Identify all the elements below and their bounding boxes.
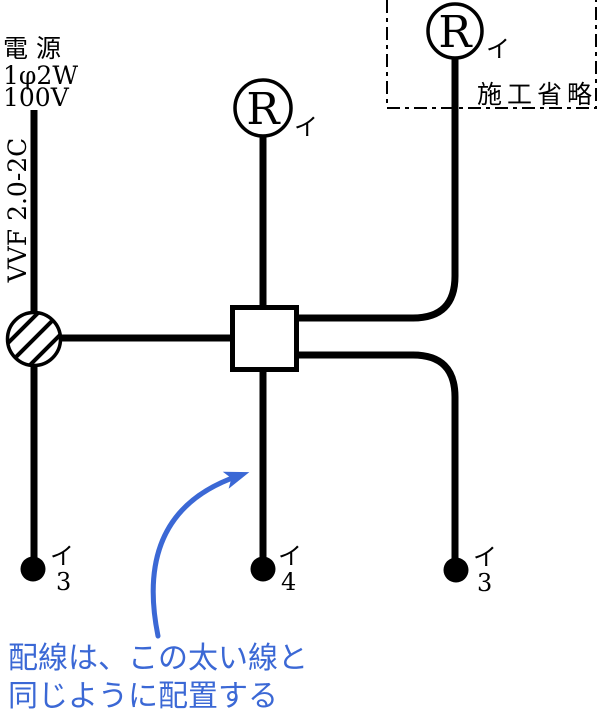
lamp-circle	[426, 2, 484, 60]
wire-count-label: 3	[56, 568, 71, 596]
power-phase-label: 1φ2W	[3, 61, 78, 90]
outlet-left: イ 3	[20, 542, 74, 596]
lamp-symbol-letter: R	[246, 84, 281, 135]
circuit-label: イ	[278, 542, 302, 570]
power-source-title: 電 源	[3, 34, 61, 63]
wire-count-label: 3	[477, 569, 492, 597]
annotation-line-2: 同じように配置する	[8, 679, 278, 714]
circuit-label: イ	[294, 113, 318, 141]
junction-box	[230, 305, 299, 372]
lamp-receptacle-top-right: R イ	[426, 2, 510, 63]
outlet-center: イ 4	[250, 542, 302, 596]
power-voltage-label: 100V	[3, 83, 70, 112]
box-to-lamp-right-wire	[295, 57, 459, 322]
annotation-line-1: 配線は、この太い線と	[8, 641, 308, 676]
hatch-line	[9, 314, 59, 364]
circuit-label: イ	[486, 35, 510, 63]
outlet-right: イ 3	[443, 543, 497, 597]
construction-omitted-box	[386, 0, 597, 109]
annotation-arrow	[150, 471, 250, 639]
circuit-label: イ	[50, 542, 74, 570]
lamp-receptacle-top-center: R イ	[233, 78, 318, 141]
circuit-label: イ	[473, 543, 497, 571]
box-to-outlet-right-wire	[295, 351, 459, 570]
outlet-dot	[20, 556, 46, 582]
lamp-symbol-letter: R	[438, 7, 473, 58]
wire-count-label: 4	[281, 568, 296, 596]
construction-omitted-label: 施工省略	[477, 80, 597, 109]
hatch-line	[9, 314, 59, 364]
cable-spec-label: VVF 2.0-2C	[3, 138, 32, 284]
lamp-circle	[233, 78, 293, 138]
outlet-dot	[250, 556, 276, 582]
outlet-dot	[443, 557, 469, 583]
